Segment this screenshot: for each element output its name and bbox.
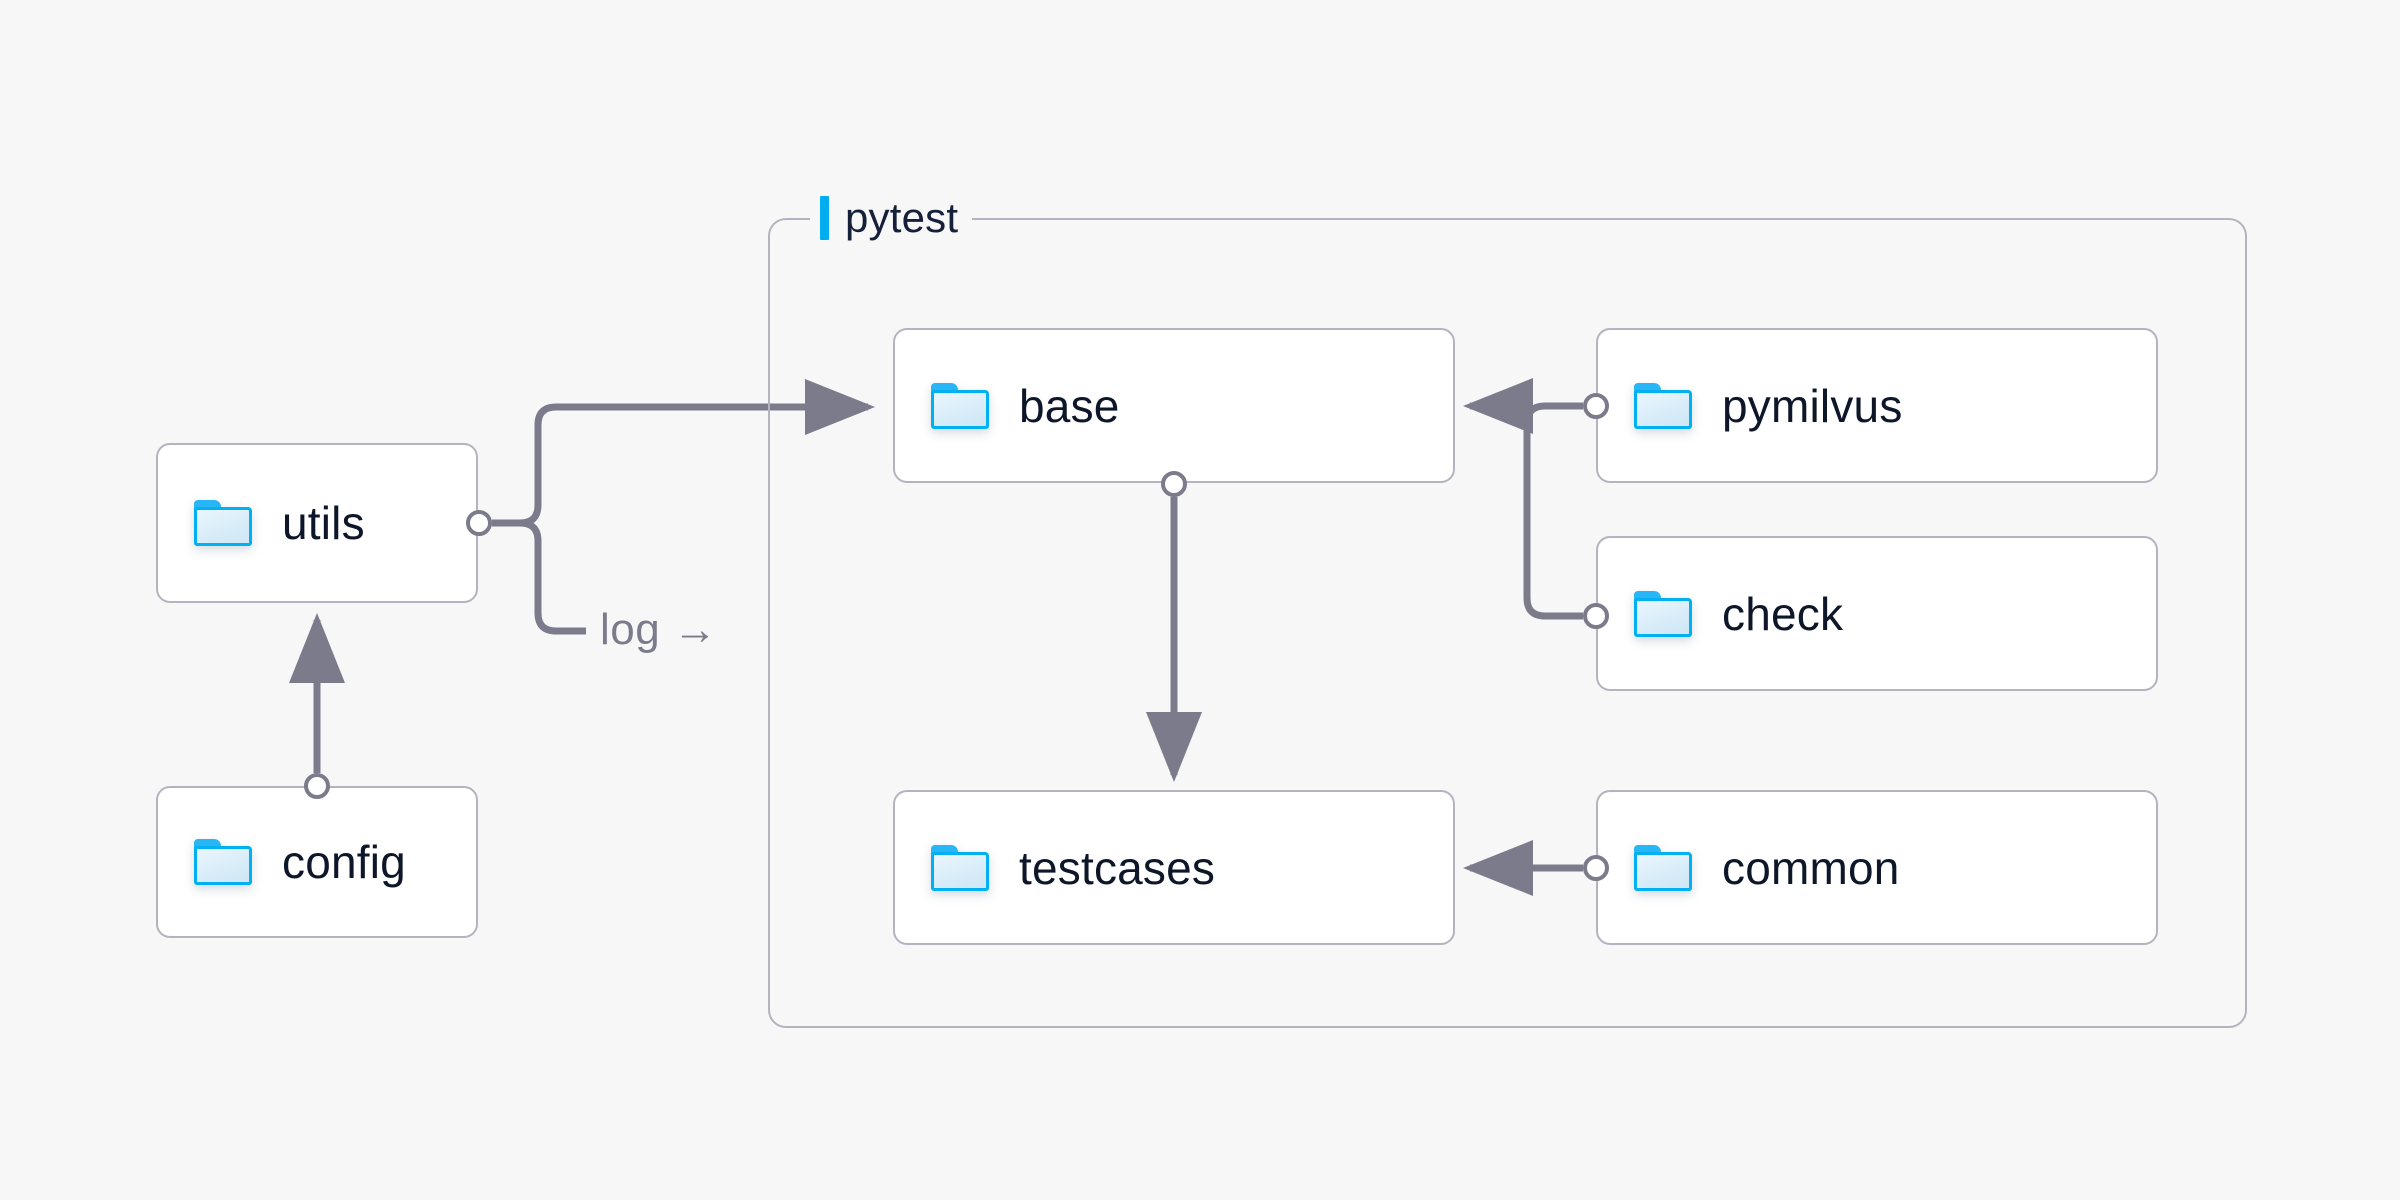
- port-pymilvus-left[interactable]: [1583, 393, 1609, 419]
- edge-label-log: log →: [600, 605, 718, 654]
- node-config-label: config: [282, 836, 406, 888]
- node-testcases-label: testcases: [1019, 841, 1216, 894]
- folder-icon: [1634, 590, 1692, 637]
- node-common-label: common: [1722, 841, 1900, 894]
- folder-icon: [194, 839, 252, 885]
- folder-icon: [931, 844, 989, 891]
- node-check-label: check: [1722, 587, 1844, 640]
- node-check[interactable]: check: [1596, 536, 2158, 691]
- group-accent-bar: [820, 196, 829, 240]
- port-utils-right[interactable]: [466, 510, 492, 536]
- group-pytest-label-text: pytest: [845, 194, 959, 241]
- node-utils-label: utils: [282, 497, 365, 549]
- node-config[interactable]: config: [156, 786, 478, 938]
- node-common[interactable]: common: [1596, 790, 2158, 945]
- node-testcases[interactable]: testcases: [893, 790, 1455, 945]
- folder-icon: [1634, 382, 1692, 429]
- wire-utils-to-log: [492, 519, 586, 635]
- node-base[interactable]: base: [893, 328, 1455, 483]
- node-pymilvus-label: pymilvus: [1722, 379, 1903, 432]
- folder-icon: [931, 382, 989, 429]
- node-pymilvus[interactable]: pymilvus: [1596, 328, 2158, 483]
- port-common-left[interactable]: [1583, 855, 1609, 881]
- port-check-left[interactable]: [1583, 603, 1609, 629]
- port-base-bottom[interactable]: [1161, 471, 1187, 497]
- port-config-top[interactable]: [304, 773, 330, 799]
- folder-icon: [194, 500, 252, 546]
- group-pytest-label: pytest: [810, 190, 973, 246]
- group-pytest: [768, 218, 2247, 1028]
- folder-icon: [1634, 844, 1692, 891]
- node-base-label: base: [1019, 379, 1120, 432]
- node-utils[interactable]: utils: [156, 443, 478, 603]
